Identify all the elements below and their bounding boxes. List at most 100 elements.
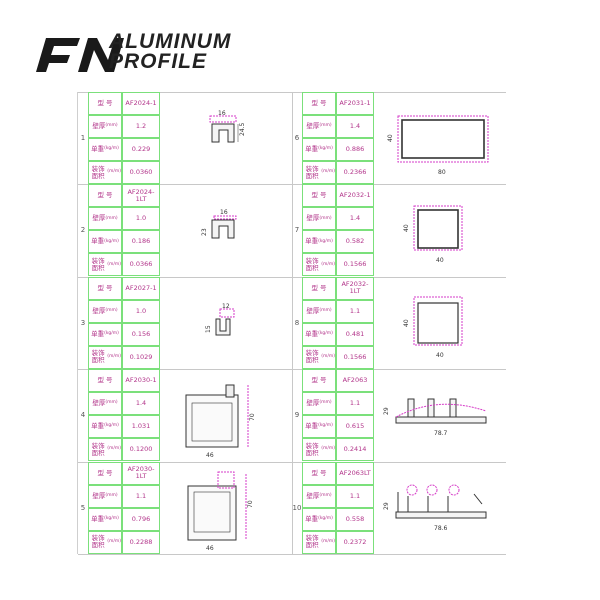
area-value: 0.2366	[336, 161, 374, 184]
row-divider	[78, 461, 506, 463]
model-code: AF2024-1	[122, 92, 160, 115]
thickness-label: 壁厚(mm)	[88, 484, 122, 508]
thickness-value: 1.0	[122, 299, 160, 323]
row-divider	[78, 369, 506, 371]
model-code: AF2030-1LT	[122, 461, 160, 485]
row-divider	[78, 92, 506, 93]
weight-label: 单重(kg/m)	[302, 138, 336, 161]
model-code: AF2032-1	[336, 184, 374, 208]
area-label: 装饰面积(m/m)	[302, 253, 336, 277]
svg-text:40: 40	[387, 134, 394, 142]
weight-label: 单重(kg/m)	[88, 138, 122, 161]
model-label: 型 号	[88, 184, 122, 208]
profile-drawing: 70 46	[164, 464, 290, 552]
weight-label: 单重(kg/m)	[88, 415, 122, 439]
model-label: 型 号	[302, 369, 336, 393]
model-label: 型 号	[302, 184, 336, 208]
row-number: 6	[294, 134, 300, 142]
thickness-label: 壁厚(mm)	[302, 115, 336, 138]
model-label: 型 号	[88, 461, 122, 485]
weight-value: 1.031	[122, 415, 160, 439]
svg-text:46: 46	[206, 545, 214, 552]
svg-text:70: 70	[249, 413, 256, 421]
weight-value: 0.186	[122, 230, 160, 254]
thickness-label: 壁厚(mm)	[88, 207, 122, 231]
thickness-value: 1.1	[336, 484, 374, 508]
weight-label: 单重(kg/m)	[302, 230, 336, 254]
row-number: 5	[80, 503, 86, 512]
row-divider	[78, 184, 506, 186]
area-value: 0.2414	[336, 438, 374, 462]
svg-text:40: 40	[403, 319, 410, 327]
weight-label: 单重(kg/m)	[302, 507, 336, 531]
area-label: 装饰面积(m/m)	[302, 161, 336, 184]
model-label: 型 号	[88, 369, 122, 393]
area-label: 装饰面积(m/m)	[88, 438, 122, 462]
row-number: 10	[292, 503, 302, 512]
svg-text:23: 23	[201, 229, 208, 237]
model-label: 型 号	[88, 276, 122, 300]
model-code: AF2063	[336, 369, 374, 393]
svg-text:15: 15	[205, 325, 212, 333]
weight-label: 单重(kg/m)	[302, 322, 336, 346]
row-number: 1	[80, 134, 86, 142]
svg-text:29: 29	[383, 407, 390, 415]
thickness-label: 壁厚(mm)	[302, 392, 336, 416]
row-divider	[78, 554, 506, 555]
area-value: 0.2288	[122, 530, 160, 554]
model-label: 型 号	[302, 276, 336, 300]
thickness-value: 1.4	[336, 207, 374, 231]
weight-label: 单重(kg/m)	[88, 322, 122, 346]
area-label: 装饰面积(m/m)	[302, 530, 336, 554]
svg-text:24.5: 24.5	[239, 122, 246, 136]
thickness-label: 壁厚(mm)	[88, 115, 122, 138]
weight-value: 0.886	[336, 138, 374, 161]
svg-text:12: 12	[222, 303, 230, 310]
thickness-value: 1.4	[122, 392, 160, 416]
area-value: 0.1566	[336, 345, 374, 369]
thickness-label: 壁厚(mm)	[302, 484, 336, 508]
area-value: 0.0366	[122, 253, 160, 277]
area-value: 0.0360	[122, 161, 160, 184]
svg-text:40: 40	[436, 257, 444, 264]
area-value: 0.1200	[122, 438, 160, 462]
area-label: 装饰面积(m/m)	[88, 161, 122, 184]
thickness-value: 1.1	[336, 392, 374, 416]
svg-text:70: 70	[247, 500, 254, 508]
weight-value: 0.796	[122, 507, 160, 531]
weight-value: 0.481	[336, 322, 374, 346]
area-value: 0.1566	[336, 253, 374, 277]
thickness-label: 壁厚(mm)	[302, 299, 336, 323]
thickness-value: 1.0	[122, 207, 160, 231]
thickness-value: 1.1	[122, 484, 160, 508]
fn-logo	[36, 38, 124, 72]
weight-label: 单重(kg/m)	[88, 507, 122, 531]
svg-text:16: 16	[220, 209, 228, 216]
thickness-label: 壁厚(mm)	[302, 207, 336, 231]
area-label: 装饰面积(m/m)	[88, 345, 122, 369]
weight-label: 单重(kg/m)	[302, 415, 336, 439]
row-number: 4	[80, 411, 86, 420]
area-value: 0.1029	[122, 345, 160, 369]
model-code: AF2027-1	[122, 276, 160, 300]
model-label: 型 号	[302, 461, 336, 485]
weight-value: 0.229	[122, 138, 160, 161]
svg-text:40: 40	[403, 225, 410, 233]
row-number: 8	[294, 318, 300, 327]
svg-text:16: 16	[218, 110, 226, 117]
model-code: AF2024-1LT	[122, 184, 160, 208]
thickness-value: 1.1	[336, 299, 374, 323]
model-label: 型 号	[88, 92, 122, 115]
svg-text:78.7: 78.7	[434, 430, 448, 437]
column-divider	[292, 92, 293, 554]
